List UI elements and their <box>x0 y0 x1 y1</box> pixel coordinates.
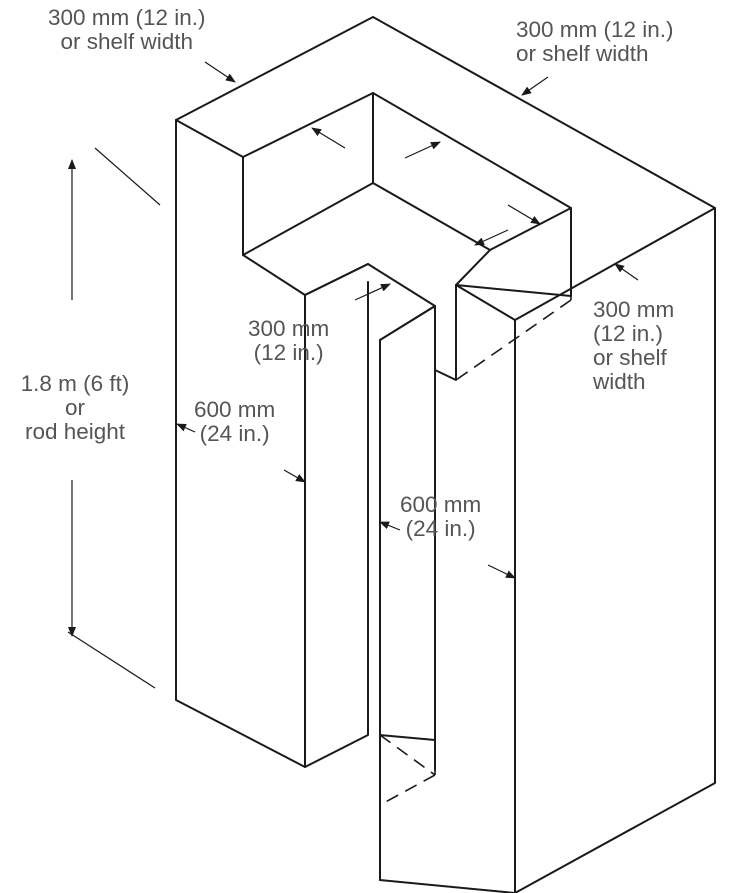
leader-well-inner-1 <box>507 204 541 225</box>
top-outline <box>175 16 716 893</box>
leader-right-leg-a <box>379 521 401 531</box>
well-top-rim <box>175 92 572 297</box>
hidden-edge-5 <box>379 734 436 776</box>
leader-inner-depth <box>354 283 391 301</box>
label-right-leg-width: 600 mm (24 in.) <box>400 492 482 541</box>
hidden-edge-4 <box>379 774 436 806</box>
label-left-leg-width: 600 mm (24 in.) <box>194 397 276 446</box>
leader-well-right <box>404 141 441 159</box>
leader-well-inner-2 <box>474 229 509 246</box>
label-top-left-width: 300 mm (12 in.) or shelf width <box>48 5 206 54</box>
left-leg-top-step <box>304 263 369 296</box>
leader-left-leg-b <box>283 469 306 483</box>
label-height: 1.8 m (6 ft) or rod height <box>20 371 130 444</box>
left-leg-outline <box>175 119 306 768</box>
label-inner-depth: 300 mm (12 in.) <box>248 316 330 365</box>
left-leg-bottom <box>304 281 369 768</box>
well-floor-line <box>242 182 572 256</box>
right-leg-top <box>379 734 436 881</box>
leader-well-left <box>311 127 346 149</box>
solid-edges <box>175 16 716 893</box>
label-top-right-width: 300 mm (12 in.) or shelf width <box>516 17 674 66</box>
height-dimension <box>67 147 161 689</box>
leader-left-leg-a <box>176 423 196 433</box>
leader-right-leg-b <box>487 564 516 579</box>
leader-top-left <box>204 61 236 83</box>
leader-top-right <box>521 76 549 96</box>
well-left-wall <box>242 156 436 307</box>
leader-right-depth <box>614 263 639 281</box>
hidden-edge-2 <box>455 299 572 381</box>
leader-arrows <box>176 61 639 579</box>
label-right-depth: 300 mm (12 in.) or shelf width <box>593 297 675 394</box>
well-step <box>455 249 491 286</box>
hidden-edges <box>379 208 572 806</box>
